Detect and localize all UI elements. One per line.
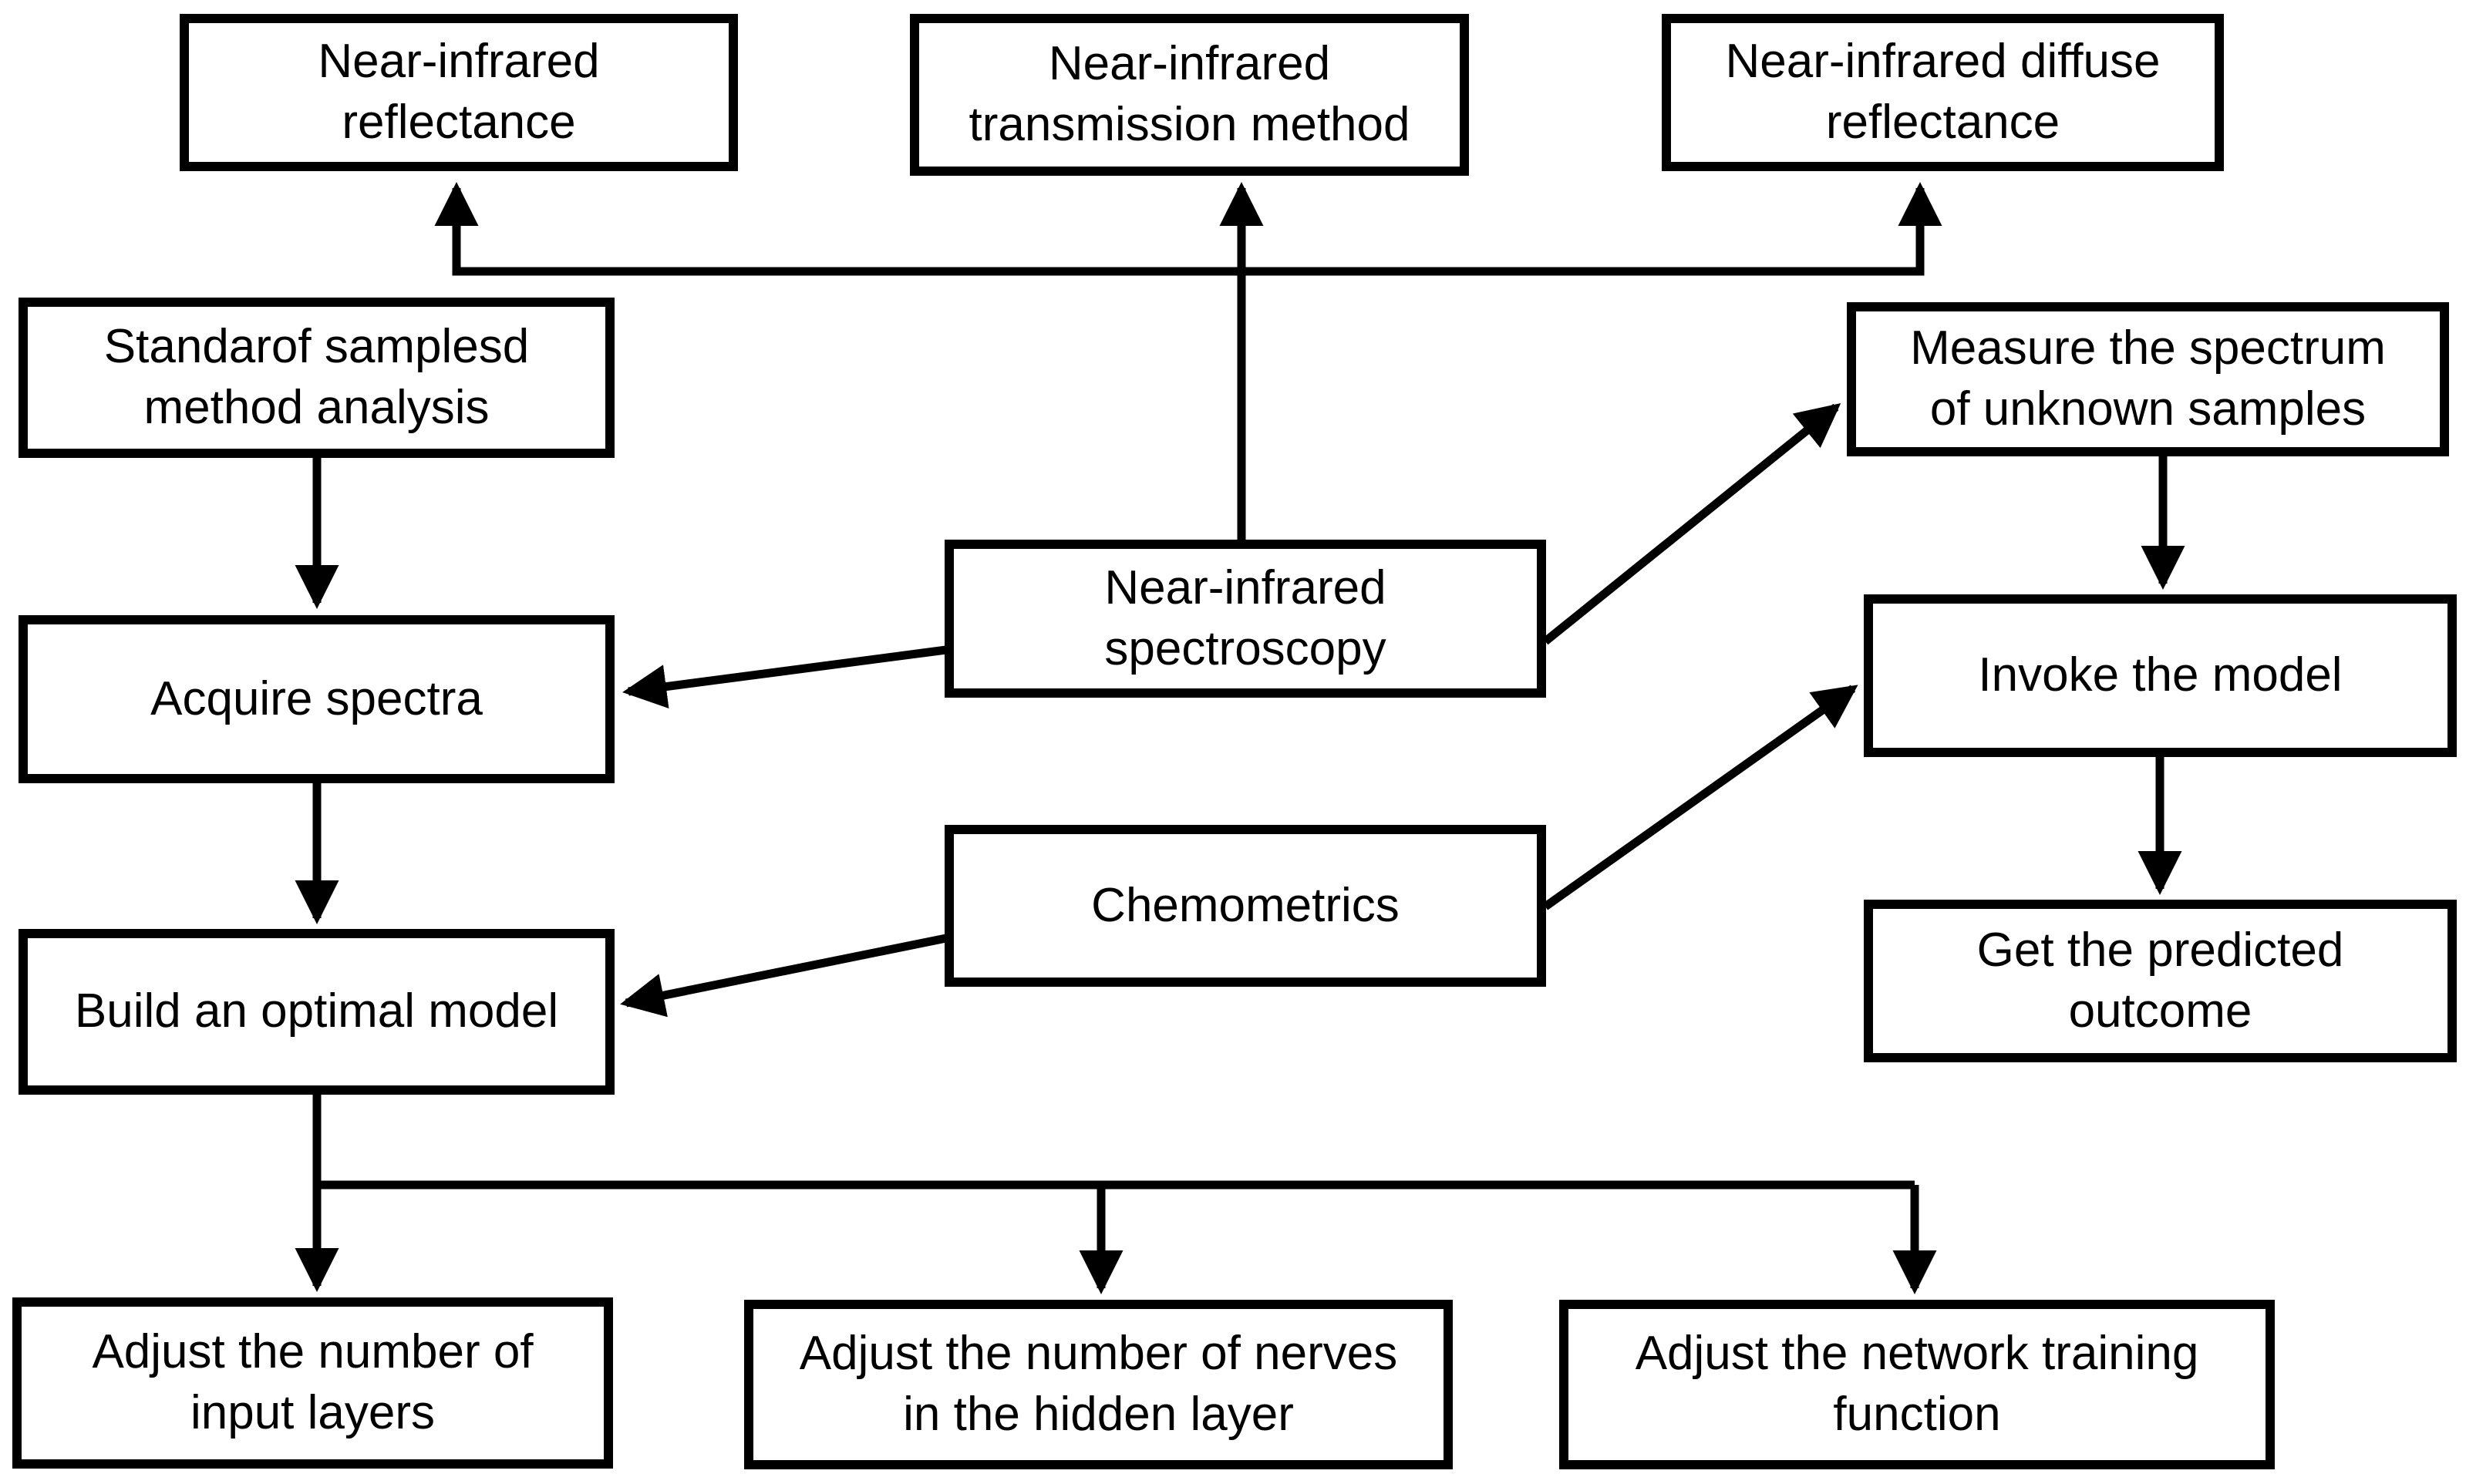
edge-build-model-fanout-rail [312, 1095, 1915, 1190]
node-near-infrared-reflectance: Near-infrared reflectance [180, 14, 738, 171]
node-label: Get the predicted outcome [1976, 923, 2344, 1038]
node-adjust-number-of-input-layers: Adjust the number of input layers [12, 1297, 613, 1469]
node-label: Near-infrared transmission method [969, 37, 1410, 151]
edge-chemometrics-to-build-model [620, 934, 948, 1018]
node-adjust-number-of-nerves-in-hidden-layer: Adjust the number of nerves in the hidde… [744, 1300, 1453, 1469]
node-invoke-the-model: Invoke the model [1864, 594, 2457, 757]
node-label: Near-infrared spectroscopy [1104, 560, 1386, 675]
node-label: Near-infrared reflectance [318, 35, 600, 149]
edge-spectroscopy-to-reflectance-and-diffuse [434, 181, 1942, 276]
edge-spectroscopy-to-measure-spectrum [1542, 402, 1841, 645]
node-label: Standarof samplesd method analysis [103, 320, 530, 434]
node-measure-spectrum-of-unknown-samples: Measure the spectrum of unknown samples [1847, 302, 2449, 456]
node-label: Adjust the network training function [1635, 1327, 2199, 1441]
node-label: Adjust the number of input layers [92, 1325, 534, 1439]
edge-spectroscopy-to-acquire-spectra [622, 645, 947, 708]
node-label: Adjust the number of nerves in the hidde… [799, 1327, 1398, 1441]
node-near-infrared-spectroscopy: Near-infrared spectroscopy [945, 540, 1546, 698]
node-label: Build an optimal model [74, 984, 559, 1038]
node-label: Chemometrics [1091, 878, 1400, 932]
node-near-infrared-transmission-method: Near-infrared transmission method [910, 14, 1469, 176]
node-label: Acquire spectra [150, 671, 483, 725]
node-near-infrared-diffuse-reflectance: Near-infrared diffuse reflectance [1662, 14, 2224, 171]
node-chemometrics: Chemometrics [945, 825, 1546, 987]
node-acquire-spectra: Acquire spectra [19, 615, 615, 783]
node-get-the-predicted-outcome: Get the predicted outcome [1864, 900, 2457, 1062]
node-standard-samples-method-analysis: Standarof samplesd method analysis [19, 298, 615, 458]
node-adjust-network-training-function: Adjust the network training function [1559, 1300, 2275, 1469]
node-label: Invoke the model [1978, 648, 2343, 702]
node-build-an-optimal-model: Build an optimal model [19, 929, 615, 1095]
node-label: Measure the spectrum of unknown samples [1910, 321, 2386, 436]
edge-chemometrics-to-invoke-model [1542, 685, 1858, 910]
node-label: Near-infrared diffuse reflectance [1725, 35, 2161, 149]
